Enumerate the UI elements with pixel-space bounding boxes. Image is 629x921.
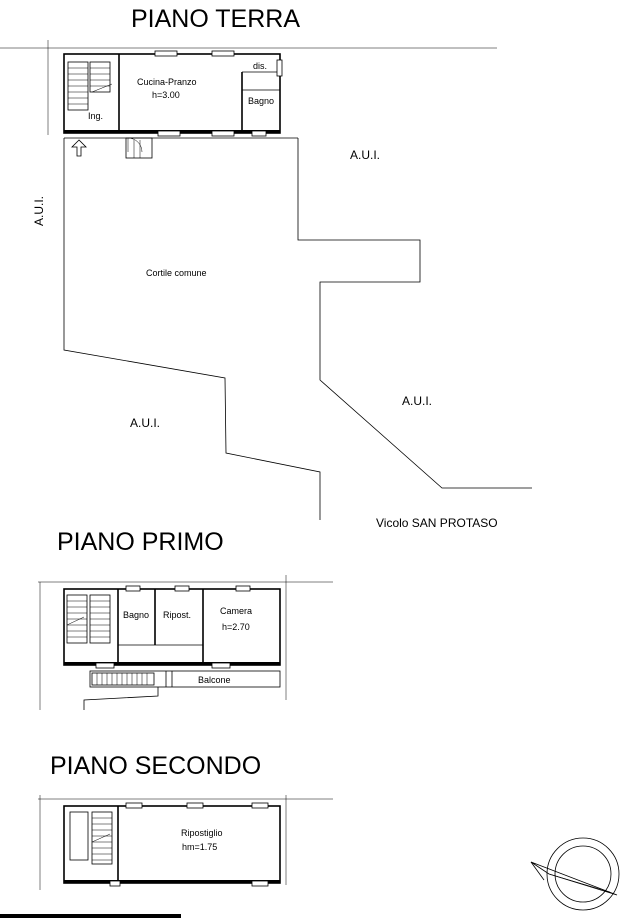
ground-kitchen-label: Cucina-Pranzo [137, 77, 197, 87]
second-storage-height: hm=1.75 [182, 842, 217, 852]
first-floor-plan: PIANO PRIMO [38, 528, 333, 710]
first-bedroom-height: h=2.70 [222, 622, 250, 632]
north-arrow-icon [530, 837, 620, 911]
first-bathroom-label: Bagno [123, 610, 149, 620]
ground-floor-title: PIANO TERRA [131, 5, 300, 33]
aui-label-east: A.U.I. [350, 148, 380, 162]
first-storage-label: Ripost. [163, 610, 191, 620]
second-floor-plan: PIANO SECONDO [38, 752, 333, 890]
first-balcony [83, 670, 281, 710]
aui-label-southeast: A.U.I. [402, 394, 432, 408]
second-storage-label: Ripostiglio [181, 828, 223, 838]
first-bedroom-label: Camera [220, 606, 252, 616]
street-name-label: Vicolo SAN PROTASO [376, 516, 498, 530]
ground-entrance-label: Ing. [88, 111, 103, 121]
first-stair [66, 594, 111, 644]
second-building [63, 802, 281, 887]
ground-building [63, 50, 283, 159]
ground-stair [67, 61, 113, 111]
scale-bar [0, 914, 181, 918]
courtyard-outline [63, 137, 532, 520]
ground-floor-plan: PIANO TERRA [0, 5, 532, 530]
ground-kitchen-height: h=3.00 [152, 90, 180, 100]
first-balcony-label: Balcone [198, 675, 231, 685]
second-stair [69, 811, 113, 865]
aui-label-south: A.U.I. [130, 416, 160, 430]
first-floor-title: PIANO PRIMO [57, 528, 224, 556]
ground-disimpegno-label: dis. [253, 61, 267, 71]
courtyard-label: Cortile comune [146, 268, 207, 278]
aui-label-west: A.U.I. [32, 196, 46, 226]
entrance-arrow-icon [71, 139, 87, 157]
first-building [63, 585, 281, 710]
second-floor-title: PIANO SECONDO [50, 752, 261, 780]
ground-bathroom-label: Bagno [248, 96, 274, 106]
